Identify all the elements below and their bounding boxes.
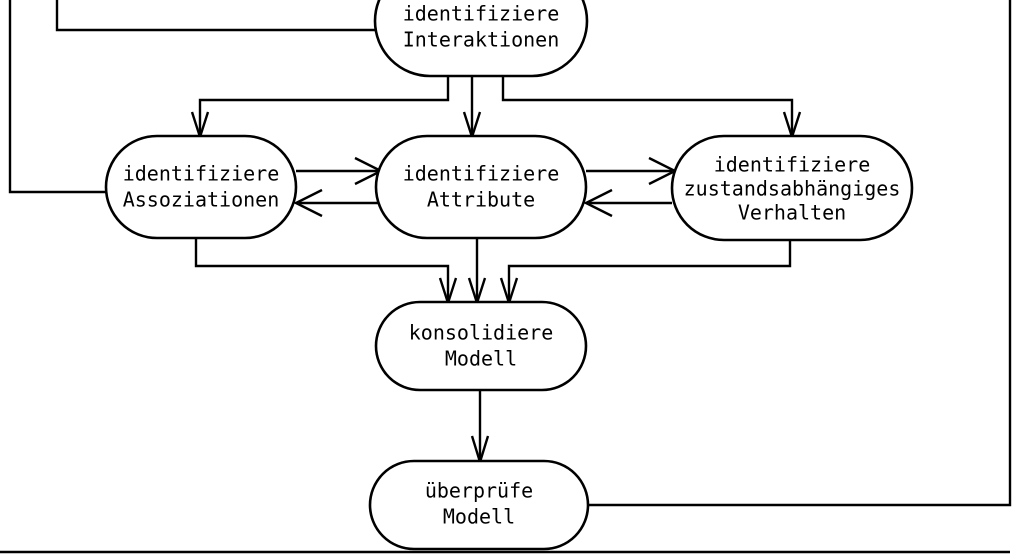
edge-interaktionen-to-verhalten bbox=[501, 76, 794, 134]
node-konsolidiere-shape bbox=[374, 300, 588, 392]
node-verhalten-shape bbox=[670, 134, 914, 242]
edge-offscreen-left-to-assoziationen bbox=[8, 0, 108, 194]
node-ueberpruefe-label-line1: überprüfe bbox=[425, 479, 533, 503]
node-interaktionen-shape bbox=[373, 0, 589, 78]
edge-assoziationen-to-konsolidiere bbox=[194, 238, 450, 300]
edge-interaktionen-to-assoziationen bbox=[198, 76, 450, 134]
node-interaktionen-label-line1: identifiziere bbox=[403, 2, 560, 26]
node-konsolidiere-label-line1: konsolidiere bbox=[409, 321, 554, 345]
node-attribute-label-line2: Attribute bbox=[427, 188, 535, 212]
arrowhead-attribute-to-assoziationen bbox=[293, 188, 323, 218]
node-verhalten-label-line3: Verhalten bbox=[738, 201, 846, 225]
node-identifiziere-interaktionen[interactable]: identifiziere Interaktionen bbox=[373, 0, 589, 78]
edge-interaktionen-feedback-left bbox=[55, 0, 375, 32]
edge-verhalten-to-konsolidiere bbox=[507, 240, 792, 300]
node-konsolidiere-label-line2: Modell bbox=[445, 347, 517, 371]
node-verhalten-label-line1: identifiziere bbox=[714, 153, 871, 177]
node-assoziationen-label-line2: Assoziationen bbox=[123, 188, 280, 212]
node-ueberpruefe-modell[interactable]: überprüfe Modell bbox=[368, 459, 590, 551]
node-assoziationen-shape bbox=[104, 134, 298, 240]
node-assoziationen-label-line1: identifiziere bbox=[123, 162, 280, 186]
node-attribute-shape bbox=[374, 134, 588, 240]
node-identifiziere-attribute[interactable]: identifiziere Attribute bbox=[374, 134, 588, 240]
node-identifiziere-zustandsabhaengiges-verhalten[interactable]: identifiziere zustandsabhängiges Verhalt… bbox=[670, 134, 914, 242]
arrowhead-verhalten-to-attribute bbox=[583, 188, 613, 218]
edge-ueberpruefe-feedback-right bbox=[588, 0, 1012, 507]
node-identifiziere-assoziationen[interactable]: identifiziere Assoziationen bbox=[104, 134, 298, 240]
node-ueberpruefe-shape bbox=[368, 459, 590, 551]
node-attribute-label-line1: identifiziere bbox=[403, 162, 560, 186]
node-interaktionen-label-line2: Interaktionen bbox=[403, 28, 560, 52]
node-ueberpruefe-label-line2: Modell bbox=[443, 505, 515, 529]
node-verhalten-label-line2: zustandsabhängiges bbox=[684, 177, 901, 201]
node-konsolidiere-modell[interactable]: konsolidiere Modell bbox=[374, 300, 588, 392]
